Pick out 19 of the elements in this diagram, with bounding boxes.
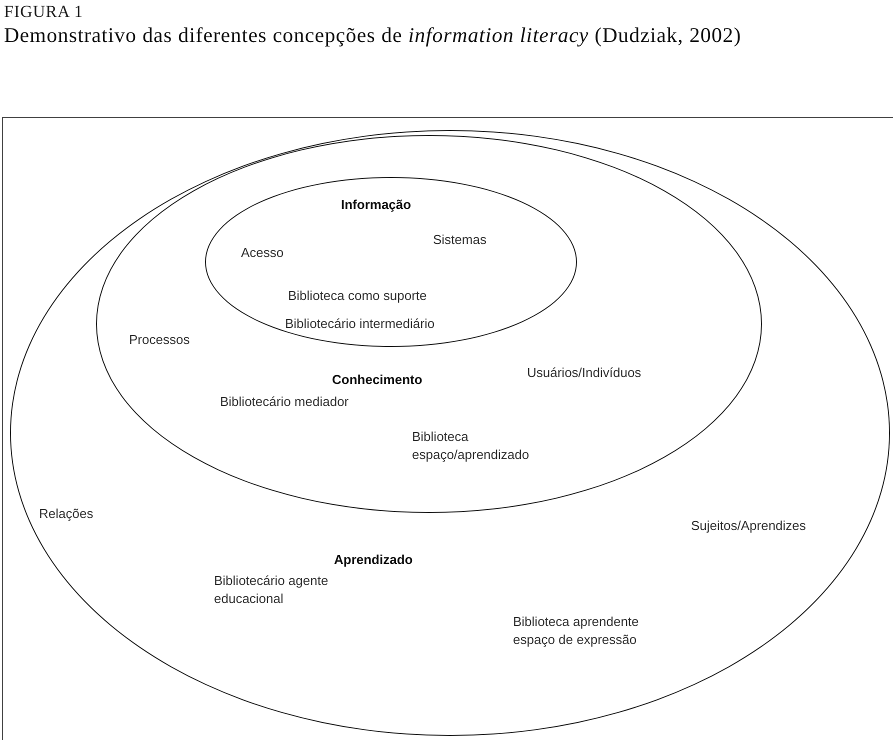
concept-label: Bibliotecário agente educacional xyxy=(214,572,330,608)
figure-title: Demonstrativo das diferentes concepções de information literacy (Dudziak, 2002) xyxy=(4,22,742,49)
concept-label: Biblioteca aprendente espaço de expressão xyxy=(513,613,640,648)
concept-ellipse xyxy=(96,135,762,513)
concept-label: Processos xyxy=(129,331,190,349)
concept-label: Acesso xyxy=(241,244,284,262)
concept-label: Biblioteca espaço/aprendizado xyxy=(412,428,530,464)
concept-label: Usuários/Indivíduos xyxy=(527,364,642,382)
concept-label: Biblioteca como suporte xyxy=(288,287,427,305)
concept-label: Bibliotecário intermediário xyxy=(285,315,435,333)
figure-number: FIGURA 1 xyxy=(4,2,84,22)
concept-label: Relações xyxy=(39,505,94,523)
ellipse-heading: Conhecimento xyxy=(332,371,422,389)
concept-ellipse xyxy=(205,177,577,347)
concept-label: Bibliotecário mediador xyxy=(220,393,349,411)
concept-label: Sistemas xyxy=(433,231,486,249)
concept-label: Sujeitos/Aprendizes xyxy=(691,517,806,535)
ellipse-heading: Aprendizado xyxy=(334,551,413,569)
ellipse-heading: Informação xyxy=(341,196,412,214)
